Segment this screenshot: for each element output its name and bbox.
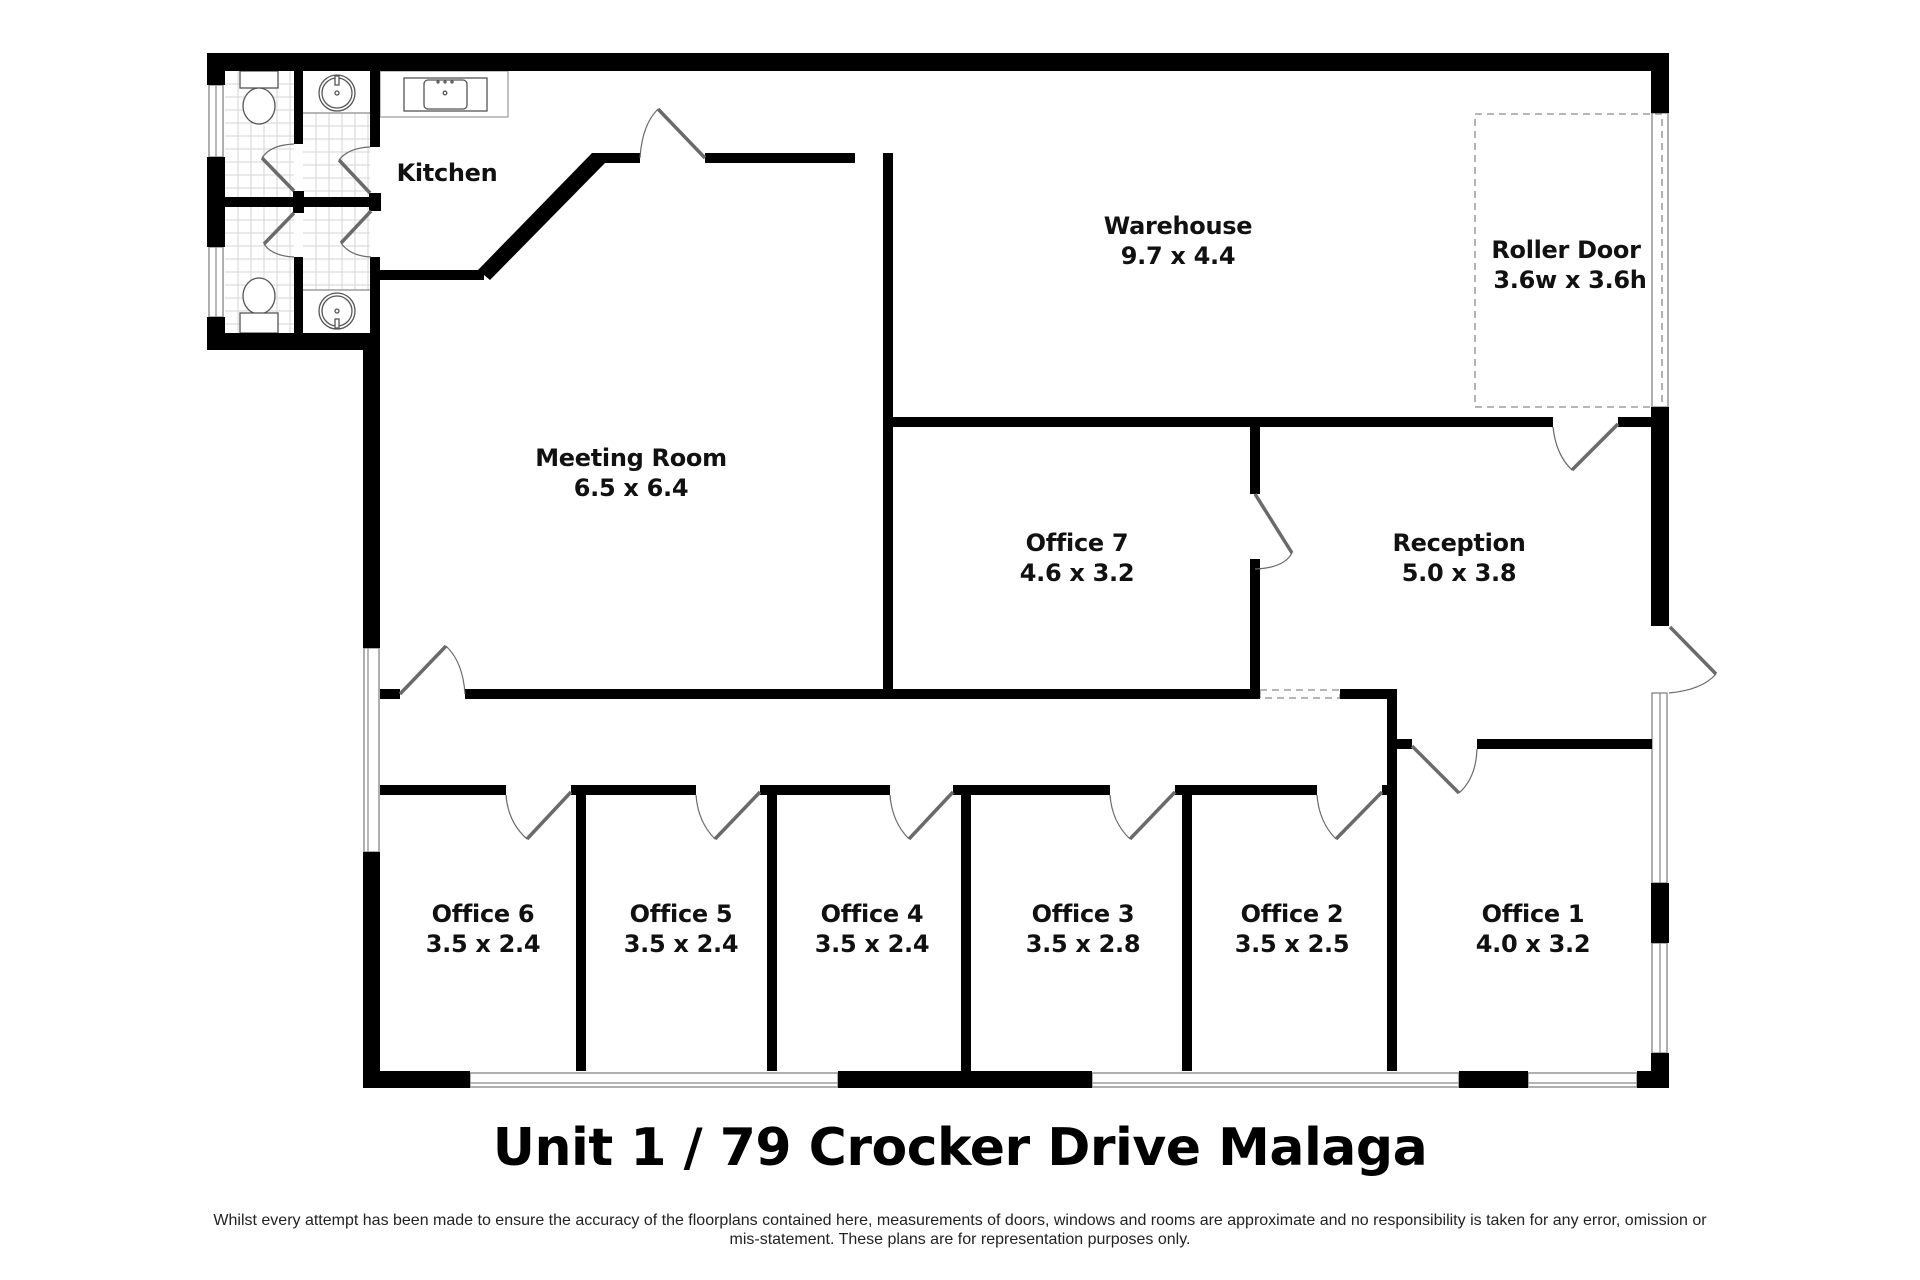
window-south-2 (1091, 1072, 1460, 1088)
door-exterior-east (1668, 625, 1718, 694)
room-dim-office-6: 3.5 x 2.4 (426, 930, 541, 958)
room-label-office-7: Office 7 (1026, 529, 1129, 557)
room-dim-office-5: 3.5 x 2.4 (624, 930, 739, 958)
room-dim-office-2: 3.5 x 2.5 (1235, 930, 1350, 958)
door-meeting-room-south (398, 644, 466, 696)
door-reception-warehouse (1552, 422, 1620, 472)
room-label-office-3: Office 3 (1032, 900, 1135, 928)
door-bath-lower-left (262, 211, 296, 258)
room-dim-warehouse: 9.7 x 4.4 (1121, 242, 1236, 270)
room-label-office-5: Office 5 (630, 900, 733, 928)
room-dim-roller-door: 3.6w x 3.6h (1493, 266, 1646, 294)
disclaimer-text: Whilst every attempt has been made to en… (213, 1212, 1707, 1248)
window-corridor-west (363, 647, 380, 853)
door-office-5 (695, 790, 762, 841)
door-bath-upper-left (260, 143, 296, 193)
doors (260, 107, 1718, 841)
room-dim-meeting-room: 6.5 x 6.4 (574, 474, 689, 502)
room-labels: Kitchen Warehouse 9.7 x 4.4 Roller Door … (397, 159, 1647, 958)
property-address-title: Unit 1 / 79 Crocker Drive Malaga (492, 1118, 1428, 1178)
door-office-3 (1109, 790, 1177, 841)
room-label-warehouse: Warehouse (1104, 212, 1252, 240)
window-south-3 (1527, 1072, 1638, 1088)
room-label-kitchen: Kitchen (397, 159, 498, 187)
room-label-reception: Reception (1392, 529, 1525, 557)
door-bath-upper-right (337, 146, 372, 195)
kitchen-counter (379, 70, 509, 118)
room-label-meeting-room: Meeting Room (535, 444, 727, 472)
basin-icon (318, 74, 356, 112)
bathroom-fixtures (239, 70, 371, 334)
toilet-icon (239, 277, 279, 334)
room-dim-reception: 5.0 x 3.8 (1402, 559, 1517, 587)
room-label-office-1: Office 1 (1482, 900, 1585, 928)
walls (207, 53, 1669, 1088)
windows (208, 84, 1669, 1088)
room-label-office-6: Office 6 (432, 900, 535, 928)
door-bath-lower-right (339, 209, 373, 258)
room-dim-office-7: 4.6 x 3.2 (1020, 559, 1135, 587)
window-south-1 (469, 1072, 839, 1088)
door-office-6 (505, 790, 573, 841)
room-label-office-4: Office 4 (821, 900, 924, 928)
roller-door-opening (1651, 112, 1669, 408)
door-office-7 (1253, 493, 1294, 570)
door-office-1 (1410, 744, 1478, 795)
room-dim-office-1: 4.0 x 3.2 (1476, 930, 1591, 958)
room-dim-office-4: 3.5 x 2.4 (815, 930, 930, 958)
basin-icon (318, 292, 356, 330)
room-label-roller-door: Roller Door (1491, 236, 1641, 264)
bathroom-tiles (225, 71, 370, 333)
toilet-icon (239, 70, 279, 125)
door-office-2 (1316, 790, 1384, 841)
open-passage (1259, 689, 1341, 699)
room-dim-office-3: 3.5 x 2.8 (1026, 930, 1141, 958)
room-label-office-2: Office 2 (1241, 900, 1344, 928)
door-meeting-room-north (639, 107, 707, 160)
door-office-4 (889, 790, 955, 841)
